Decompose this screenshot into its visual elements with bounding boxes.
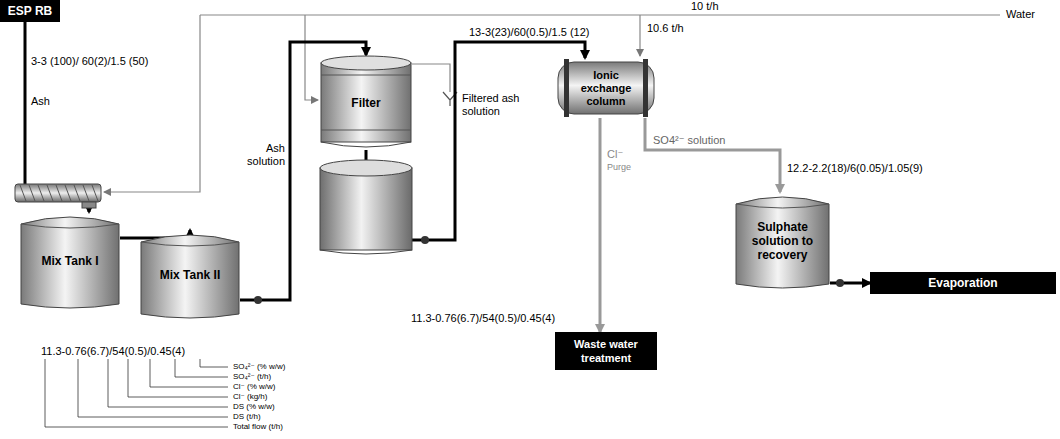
evaporation-box: Evaporation	[870, 272, 1056, 294]
screw-conveyor	[15, 184, 101, 208]
mix-tank: Mix Tank II	[140, 230, 240, 320]
node-text: Sulphate solution to recovery	[740, 220, 825, 262]
intermediate-tank	[320, 160, 412, 254]
water-main-line	[200, 14, 1000, 15]
stream-label: 10.6 t/h	[646, 22, 685, 35]
edge-label: SO4²⁻ solution	[652, 134, 726, 147]
stream-label: Purge	[606, 162, 632, 173]
flow-line	[645, 118, 780, 192]
stream-label: 11.3-0.76(6.7)/54(0.5)/0.45(4)	[40, 345, 186, 358]
stream-label: 13-3(23)/60(0.5)/1.5 (12)	[468, 26, 590, 39]
edge-label: Filtered ash solution	[461, 92, 543, 118]
stream-label: Water	[1005, 8, 1036, 21]
stream-label: 12.2-2.2(18)/6(0.05)/1.05(9)	[786, 162, 924, 175]
recovery-tank: Sulphate solution to recovery	[735, 192, 830, 290]
node-text: Evaporation	[928, 276, 997, 290]
stream-label: 10 t/h	[690, 0, 720, 13]
node-text: Waste water treatment	[560, 337, 652, 365]
node-text: Mix Tank I	[41, 254, 98, 268]
source-box: ESP RB	[0, 0, 60, 22]
water-to-screw	[104, 15, 200, 192]
legend-text: DS (% w/w)	[232, 402, 276, 412]
stream-label: 11.3-0.76(6.7)/54(0.5)/0.45(4)	[410, 312, 556, 325]
filter-vessel: Filter	[320, 55, 412, 150]
filter-drain-line	[412, 64, 450, 92]
legend-text: Cl⁻ (kg/h)	[232, 392, 268, 402]
mix-tank: Mix Tank I	[20, 212, 120, 310]
legend-text: Total flow (t/h)	[232, 422, 284, 432]
node-text: Ionic exchange column	[567, 69, 645, 108]
legend-text: SO₄²⁻ (t/h)	[232, 372, 272, 382]
legend-text: Cl⁻ (% w/w)	[232, 382, 276, 392]
node-text: Mix Tank II	[160, 268, 220, 282]
legend-text: SO₄²⁻ (% w/w)	[232, 362, 286, 372]
node-text: ESP RB	[8, 4, 52, 18]
stream-label: Cl⁻	[606, 148, 624, 161]
water-to-filter	[305, 15, 318, 100]
flow-line	[599, 118, 602, 332]
water-to-column	[639, 15, 640, 56]
legend-leaders	[45, 359, 228, 427]
ion-exchange-column: Ionic exchange column	[552, 58, 660, 118]
edge-label: Ash	[30, 95, 51, 108]
legend-text: DS (t/h)	[232, 412, 262, 422]
edge-label: Ash solution	[232, 142, 286, 168]
treatment-box: Waste water treatment	[555, 332, 657, 370]
node-text: Filter	[351, 96, 380, 110]
stream-label: 3-3 (100)/ 60(2)/1.5 (50)	[30, 55, 149, 68]
